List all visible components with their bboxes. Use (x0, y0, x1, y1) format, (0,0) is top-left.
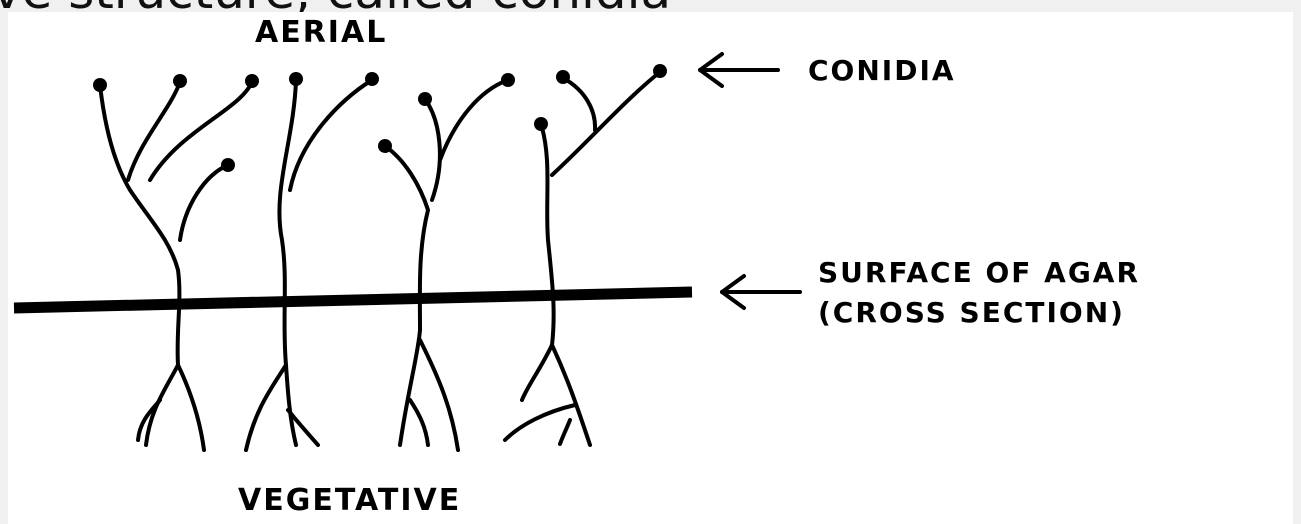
hypha-group-2 (246, 80, 372, 450)
conidium (245, 74, 259, 88)
hypha-group-4 (505, 72, 660, 445)
aerial-label: AERIAL (255, 15, 387, 50)
conidium (556, 70, 570, 84)
conidium (501, 73, 515, 87)
hypha-group-3 (385, 80, 508, 450)
conidium (221, 158, 235, 172)
conidium (653, 64, 667, 78)
surface-arrow (722, 276, 800, 308)
conidium (534, 117, 548, 131)
hypha-group-1 (100, 82, 252, 450)
conidium (365, 72, 379, 86)
conidia-arrow (700, 54, 778, 86)
conidium (289, 72, 303, 86)
conidium (418, 92, 432, 106)
agar-surface-line (14, 292, 692, 308)
conidia-label: CONIDIA (808, 54, 956, 87)
conidium (93, 78, 107, 92)
conidia-group-4 (534, 64, 667, 131)
surface-label-line2: (CROSS SECTION) (818, 296, 1125, 329)
conidium (173, 74, 187, 88)
conidium (378, 139, 392, 153)
vegetative-label: VEGETATIVE (238, 483, 461, 518)
surface-label-line1: SURFACE OF AGAR (818, 256, 1140, 289)
